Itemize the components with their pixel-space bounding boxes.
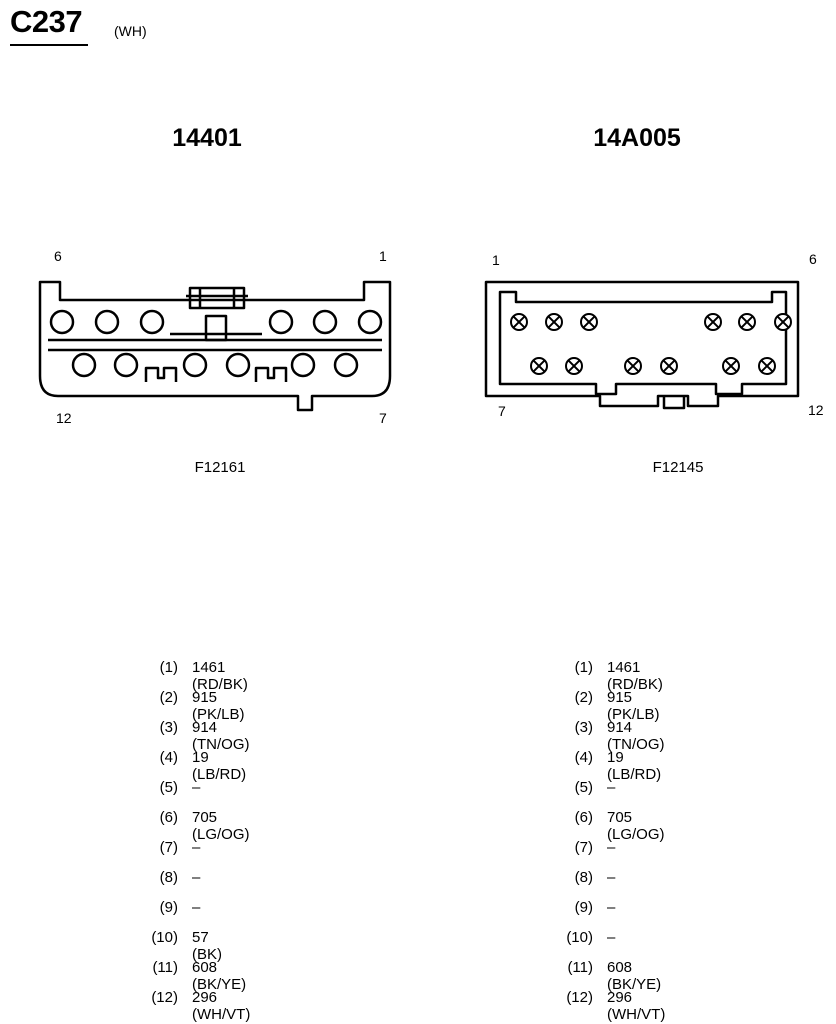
left-latch-stem bbox=[170, 314, 262, 342]
right-pin-number: (6) bbox=[574, 809, 593, 826]
right-pin-number: (1) bbox=[574, 659, 593, 676]
left-pin-number: (2) bbox=[159, 689, 178, 706]
left-cavity-12 bbox=[71, 352, 97, 378]
left-cavity-6 bbox=[49, 309, 75, 335]
right-terminal-4 bbox=[704, 313, 722, 331]
left-pin-circuit: – bbox=[192, 779, 201, 796]
right-housing-outer bbox=[484, 280, 800, 408]
right-pin-number: (12) bbox=[566, 989, 593, 1006]
left-pin-number: (5) bbox=[159, 779, 178, 796]
left-pin-label-top-left: 6 bbox=[54, 248, 62, 264]
right-pin-circuit: – bbox=[607, 929, 616, 946]
right-pin-number: (9) bbox=[574, 899, 593, 916]
right-terminal-5 bbox=[738, 313, 756, 331]
right-pin-number: (8) bbox=[574, 869, 593, 886]
right-terminal-group bbox=[510, 313, 792, 375]
left-pin-circuit: 915 (PK/LB) bbox=[192, 689, 245, 723]
right-pin-circuit: – bbox=[607, 899, 616, 916]
left-cavity-4 bbox=[139, 309, 165, 335]
right-pin-label-top-left: 1 bbox=[492, 252, 500, 268]
left-pin-number: (9) bbox=[159, 899, 178, 916]
left-cavity-2 bbox=[312, 309, 338, 335]
right-housing-inner bbox=[498, 290, 788, 396]
left-pin-circuit: 914 (TN/OG) bbox=[192, 719, 250, 753]
left-pin-circuit: – bbox=[192, 839, 201, 856]
left-pin-label-bottom-left: 12 bbox=[56, 410, 72, 426]
right-pin-circuit: 915 (PK/LB) bbox=[607, 689, 660, 723]
left-lower-slot-b bbox=[254, 366, 288, 382]
right-pin-label-bottom-left: 7 bbox=[498, 403, 506, 419]
left-pin-circuit: 296 (WH/VT) bbox=[192, 989, 251, 1023]
right-pin-number: (7) bbox=[574, 839, 593, 856]
right-pin-number: (4) bbox=[574, 749, 593, 766]
right-part-number: 14A005 bbox=[593, 124, 681, 152]
right-terminal-7 bbox=[530, 357, 548, 375]
left-pin-circuit: 19 (LB/RD) bbox=[192, 749, 247, 783]
right-pin-label-top-right: 6 bbox=[809, 251, 817, 267]
right-pin-circuit: 1461 (RD/BK) bbox=[607, 659, 663, 693]
left-pin-circuit: 705 (LG/OG) bbox=[192, 809, 250, 843]
left-pin-label-bottom-right: 7 bbox=[379, 410, 387, 426]
connector-id-underline bbox=[10, 44, 88, 46]
left-cavity-1 bbox=[357, 309, 383, 335]
left-cavity-5 bbox=[94, 309, 120, 335]
left-pin-circuit: – bbox=[192, 869, 201, 886]
left-pin-circuit: 608 (BK/YE) bbox=[192, 959, 247, 993]
right-figure-reference: F12145 bbox=[652, 459, 704, 476]
left-pin-circuit: 57 (BK) bbox=[192, 929, 222, 963]
left-pin-circuit: – bbox=[192, 899, 201, 916]
right-terminal-9 bbox=[624, 357, 642, 375]
right-pin-circuit: – bbox=[607, 779, 616, 796]
left-pin-number: (12) bbox=[151, 989, 178, 1006]
right-pin-number: (11) bbox=[567, 959, 593, 976]
left-part-number: 14401 bbox=[172, 124, 242, 152]
left-pin-number: (7) bbox=[159, 839, 178, 856]
left-cavity-7 bbox=[333, 352, 359, 378]
right-terminal-11 bbox=[722, 357, 740, 375]
right-terminal-6 bbox=[774, 313, 792, 331]
right-pin-label-bottom-right: 12 bbox=[808, 402, 824, 418]
left-pin-number: (6) bbox=[159, 809, 178, 826]
left-pin-label-top-right: 1 bbox=[379, 248, 387, 264]
left-latch bbox=[186, 286, 248, 310]
right-terminal-1 bbox=[510, 313, 528, 331]
left-pin-number: (1) bbox=[159, 659, 178, 676]
right-terminal-3 bbox=[580, 313, 598, 331]
left-cavity-9 bbox=[225, 352, 251, 378]
right-pin-number: (3) bbox=[574, 719, 593, 736]
left-cavity-8 bbox=[290, 352, 316, 378]
left-pin-number: (11) bbox=[152, 959, 178, 976]
left-pin-number: (10) bbox=[151, 929, 178, 946]
right-terminal-10 bbox=[660, 357, 678, 375]
left-cavity-11 bbox=[113, 352, 139, 378]
left-pin-number: (8) bbox=[159, 869, 178, 886]
right-key bbox=[662, 396, 686, 410]
right-pin-circuit: 296 (WH/VT) bbox=[607, 989, 666, 1023]
right-pin-number: (2) bbox=[574, 689, 593, 706]
connector-color: (WH) bbox=[114, 23, 147, 39]
left-pin-circuit: 1461 (RD/BK) bbox=[192, 659, 248, 693]
right-terminal-2 bbox=[545, 313, 563, 331]
right-pin-circuit: 608 (BK/YE) bbox=[607, 959, 662, 993]
right-terminal-8 bbox=[565, 357, 583, 375]
right-pin-circuit: 914 (TN/OG) bbox=[607, 719, 665, 753]
left-pin-number: (3) bbox=[159, 719, 178, 736]
left-cavity-10 bbox=[182, 352, 208, 378]
right-pin-number: (10) bbox=[566, 929, 593, 946]
left-lower-slot-a bbox=[144, 366, 178, 382]
connector-id: C237 bbox=[10, 4, 83, 39]
right-pin-circuit: 705 (LG/OG) bbox=[607, 809, 665, 843]
left-pin-number: (4) bbox=[159, 749, 178, 766]
left-cavity-3 bbox=[268, 309, 294, 335]
left-housing-outline bbox=[38, 280, 392, 412]
right-terminal-12 bbox=[758, 357, 776, 375]
right-pin-circuit: 19 (LB/RD) bbox=[607, 749, 662, 783]
right-pin-circuit: – bbox=[607, 869, 616, 886]
left-figure-reference: F12161 bbox=[194, 459, 246, 476]
right-pin-number: (5) bbox=[574, 779, 593, 796]
right-pin-circuit: – bbox=[607, 839, 616, 856]
